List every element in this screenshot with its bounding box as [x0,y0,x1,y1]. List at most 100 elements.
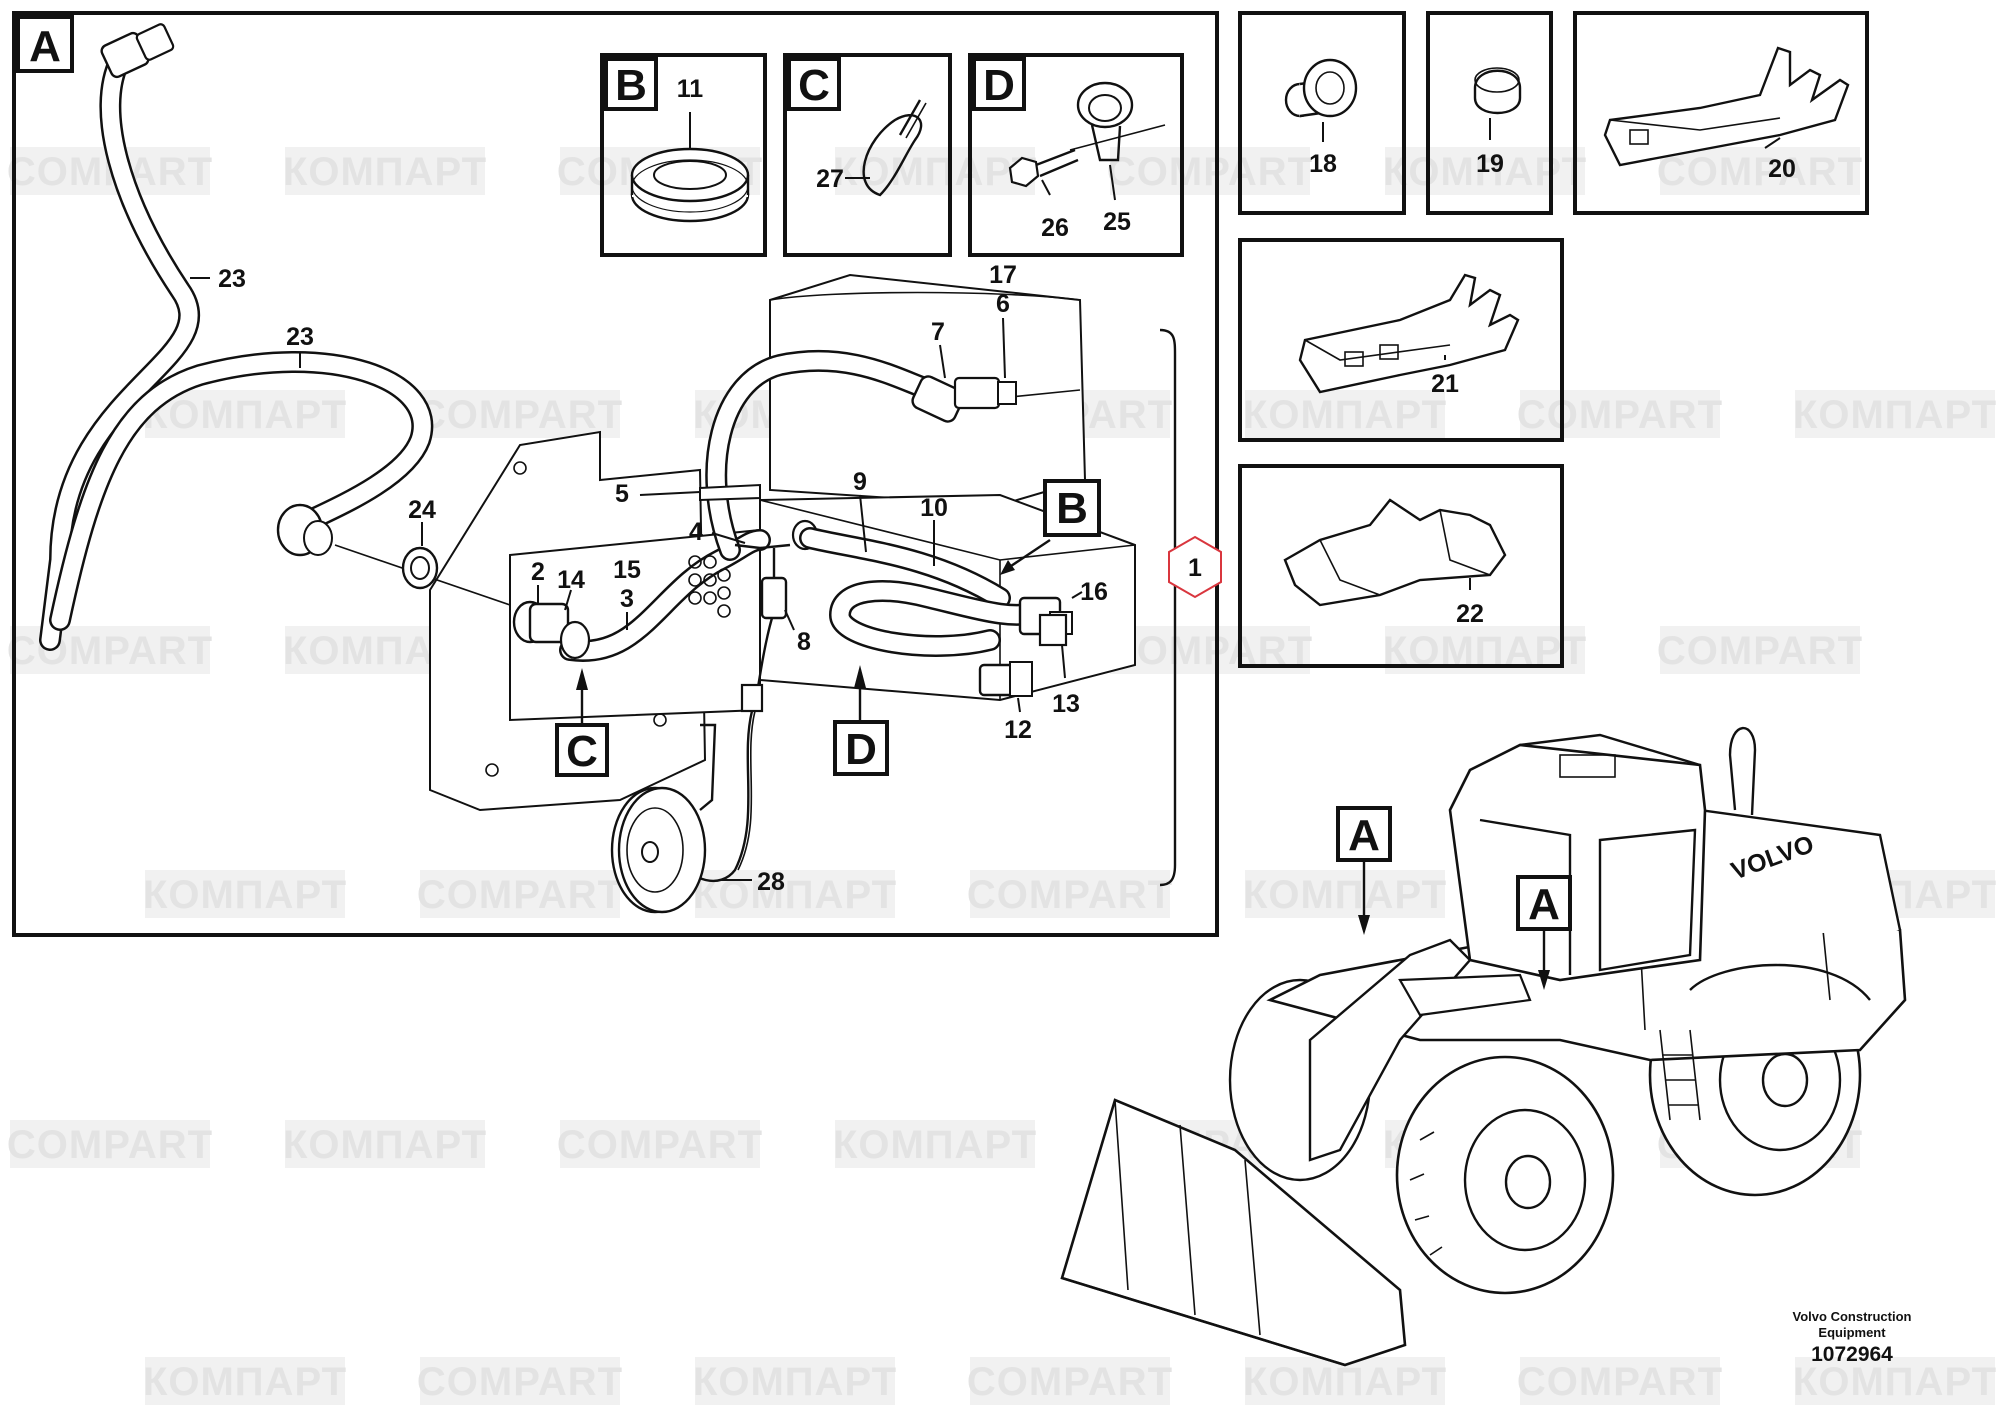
watermark-band [285,147,485,195]
watermark-text: COMPART [417,1360,623,1404]
watermark-text: КОМПАРТ [833,1123,1037,1167]
locator-a-2-arrow [1538,970,1550,990]
callout-4: 4 [689,518,703,546]
svg-text:B: B [615,61,647,110]
callout-22: 22 [1456,600,1484,628]
manufacturer-line-2: Equipment [1818,1325,1886,1340]
locator-a-2: A [1516,875,1572,931]
watermark-band [145,1357,345,1405]
wheel-loader-overview: VOLVO [1060,726,1907,1367]
watermark-text: COMPART [967,1360,1173,1404]
connector-8 [760,548,788,620]
watermark-band [1660,147,1860,195]
terminal-21 [1298,273,1520,394]
connector-12 [978,661,1033,697]
watermark-text: КОМПАРТ [143,873,347,917]
watermark-text: КОМПАРТ [283,150,487,194]
locator-a-1-arrow [1358,915,1370,935]
drawing-footer: Volvo Construction Equipment 1072964 [1752,1309,1952,1367]
manufacturer-line-1: Volvo Construction [1792,1309,1912,1324]
callout-8: 8 [797,628,811,656]
watermark-band [1245,390,1445,438]
svg-text:A: A [1528,880,1560,929]
connector-7 [911,375,1017,423]
watermark-band [10,1120,210,1168]
callout-box-b: B [1043,479,1101,537]
cable-tie-27 [862,99,927,197]
svg-text:D: D [983,61,1015,110]
watermark-band [145,870,345,918]
detail-19-frame [1426,11,1553,215]
watermark-text: COMPART [417,393,623,437]
watermark-band [1660,626,1860,674]
callout-5: 5 [615,480,629,508]
arrow-b [1000,560,1015,575]
watermark-text: COMPART [417,873,623,917]
cab [1448,743,1707,982]
callout-28: 28 [757,868,785,896]
watermark-band [420,390,620,438]
callout-12: 12 [1004,716,1032,744]
callout-20: 20 [1768,155,1796,183]
cap-19 [1473,67,1522,115]
watermark-band [420,1357,620,1405]
plug-18 [1284,58,1358,118]
callout-15: 15 [613,556,641,584]
watermark-band [1110,147,1310,195]
detail-d-label: D [972,57,1026,111]
svg-text:C: C [566,727,598,776]
watermark-text: КОМПАРТ [143,1360,347,1404]
hose-23-loop [49,351,434,631]
nut-24 [401,546,439,590]
callout-25: 25 [1103,208,1131,236]
terminal-22 [1283,498,1507,607]
hose-9 [799,527,1011,609]
detail-c-label: C [787,57,841,111]
watermark-band [560,1120,760,1168]
connector-13 [1038,613,1068,647]
exhaust-stack [1728,726,1757,816]
watermark-band [145,390,345,438]
watermark-text: КОМПАРТ [693,1360,897,1404]
watermark-band [970,1357,1170,1405]
callout-11: 11 [677,75,704,103]
watermark-band [1795,390,1995,438]
watermark-band [1245,870,1445,918]
front-right-wheel [1395,1055,1615,1295]
hose-15 [559,529,771,662]
plate-hole [485,763,499,777]
detail-21-frame [1238,238,1564,442]
detail-18-frame [1238,11,1406,215]
detail-d-frame [968,53,1184,257]
hose-23-vertical [39,49,201,651]
detail-22-frame [1238,464,1564,668]
callout-13: 13 [1052,690,1080,718]
svg-text:1: 1 [1188,554,1202,582]
watermark-band [420,870,620,918]
plate-hole [513,461,527,475]
callout-6: 6 [996,290,1010,318]
watermark-band [1520,1357,1720,1405]
connector-14 [512,600,591,660]
callout-24: 24 [408,496,436,524]
section-a-frame [12,11,1219,937]
detail-b-label: B [604,57,658,111]
watermark-band [695,1357,895,1405]
watermark-text: КОМПАРТ [283,1123,487,1167]
watermark-text: COMPART [1517,393,1723,437]
watermark-band [1520,390,1720,438]
watermark-band [835,1120,1035,1168]
detail-20-frame [1573,11,1869,215]
watermark-text: КОМПАРТ [143,393,347,437]
callout-16: 16 [1080,578,1108,606]
callout-18: 18 [1309,150,1337,178]
watermark-text: COMPART [1517,1360,1723,1404]
watermark-text: КОМПАРТ [1243,393,1447,437]
watermark-text: КОМПАРТ [1793,393,1997,437]
callout-21: 21 [1431,370,1459,398]
connector-24-side [276,503,333,557]
bracket-holes [688,555,731,618]
connector-top [100,23,175,79]
callout-3: 3 [620,585,634,613]
